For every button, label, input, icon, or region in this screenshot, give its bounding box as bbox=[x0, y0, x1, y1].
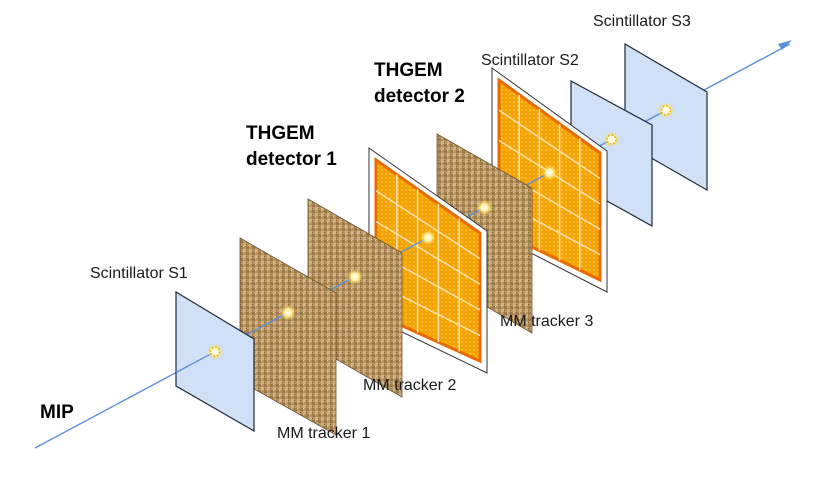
mm-tracker-3-label: MM tracker 3 bbox=[500, 313, 593, 330]
thgem-2-label-line1: THGEM bbox=[374, 60, 443, 81]
hit-point-icon bbox=[541, 164, 558, 181]
beam-line-segment bbox=[239, 312, 289, 339]
scintillator-s1-label: Scintillator S1 bbox=[90, 265, 188, 282]
thgem-2-label-line2: detector 2 bbox=[374, 86, 465, 107]
hit-point-icon bbox=[420, 229, 436, 246]
hit-point-icon bbox=[476, 199, 493, 216]
detector-planes bbox=[175, 42, 708, 436]
hit-point-icon bbox=[347, 268, 363, 285]
mm-tracker-2-label: MM tracker 2 bbox=[363, 377, 456, 394]
hit-point-icon bbox=[280, 304, 296, 321]
mm-tracker-1-label: MM tracker 1 bbox=[277, 425, 370, 442]
thgem-1-label-line1: THGEM bbox=[246, 123, 315, 144]
scintillator-s2-label: Scintillator S2 bbox=[481, 52, 579, 69]
scintillator-s3-label: Scintillator S3 bbox=[593, 13, 691, 30]
scintillator-s1-plane bbox=[175, 290, 255, 433]
thgem-1-label-line2: detector 1 bbox=[246, 149, 337, 170]
beam-arrow-head bbox=[778, 40, 792, 50]
mip-label: MIP bbox=[40, 402, 74, 423]
